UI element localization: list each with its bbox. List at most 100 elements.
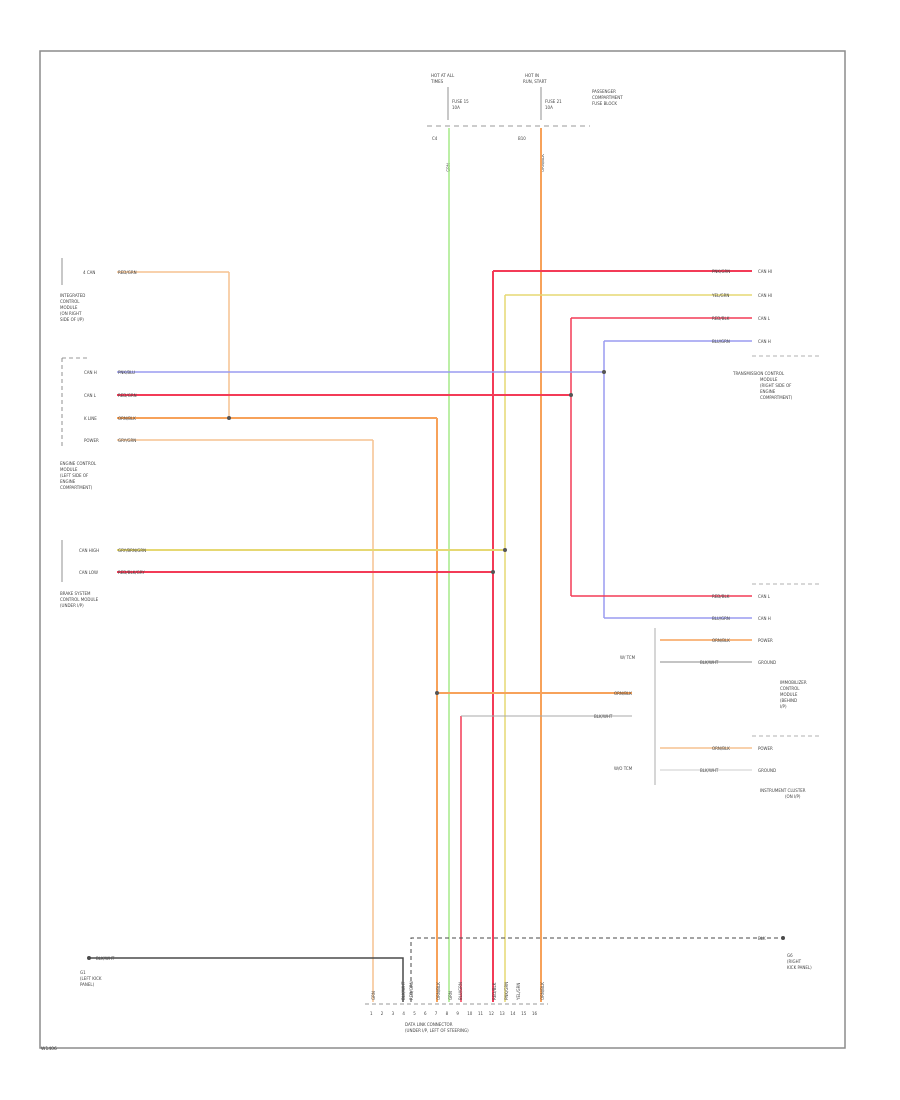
ground-right: BLK G6 (RIGHT KICK PANEL) [758,936,812,970]
splice-dot [569,393,573,397]
tcm-name-5: COMPARTMENT) [760,395,793,400]
dlc-pin-number: 12 [489,1011,495,1016]
vertical-wires [228,128,605,1002]
transmission-control-module: PNK/GRN YEL/GRN RED/BLK BLU/GRN CAN HI C… [711,269,820,400]
wire-ground-left [90,957,404,1002]
ground-left-name-3: PANEL) [80,982,95,987]
ground-right-name-2: (RIGHT [787,959,802,964]
ground-left: BLK/WHT G1 (LEFT KICK PANEL) [80,956,115,987]
tcm-pin-3: CAN L [758,316,771,321]
imm-pin-4: GROUND [758,660,776,665]
dlc-wire-label: ORN/BLK [436,982,441,1000]
branch-wire-orange: ORN/BLK [614,691,632,696]
imm-pin-1: CAN L [758,594,771,599]
dlc-wire-label: GRN [371,991,376,1000]
dlc-wire-label: YEL/GRN [516,983,521,1001]
fuse-block: HOT AT ALL TIMES HOT IN RUN, START FUSE … [427,73,623,172]
dlc-wire-label: BLU/GRN [458,982,463,1000]
fuse-right-label-1: FUSE 21 [545,99,562,104]
bscm-name-2: CONTROL MODULE [60,597,99,602]
tcm-wire-1: PNK/GRN [712,269,730,274]
fuse-left-label-2: 10A [452,105,460,110]
frame-code: W1406 [41,1046,57,1052]
fuse-right-head-2: RUN, START [523,79,547,84]
tcm-wire-4: BLU/GRN [712,339,730,344]
ecm-name-4: ENGINE [60,479,76,484]
tag-without-tcm: W/O TCM [614,766,633,771]
bscm-name-3: (UNDER I/P) [60,603,84,608]
ic-wire-1: ORN/BLK [712,746,730,751]
imm-name-4: (BEHIND [780,698,797,703]
ground-left-name-2: (LEFT KICK [80,976,102,981]
fuse-panel-name-2: COMPARTMENT [592,95,623,100]
dlc-wire-label: GRN [448,991,453,1000]
ground-right-wire: BLK [758,936,766,941]
dlc-pin-number: 7 [435,1011,438,1016]
ic-wire-2: BLK/WHT [700,768,719,773]
tcm-name-2: MODULE [760,377,778,382]
imm-pin-3: POWER [758,638,773,643]
tcm-name-3: (RIGHT SIDE OF [760,383,792,388]
dlc-pin-number: 4 [402,1011,405,1016]
ecm-wire-kline: ORN/BLK [118,416,136,421]
splice-dot [602,370,606,374]
dlc-pin-number: 16 [532,1011,538,1016]
icm-wire: RED/GRN [118,270,137,275]
brake-system-control-module: CAN HIGH CAN LOW GRY/BRN/GRN RED/BLK/GRY… [60,540,146,608]
imm-name-3: MODULE [780,692,798,697]
dlc-wire-label: PNK/GRN [504,982,509,1000]
fuse-panel-name-1: PASSENGER [592,89,616,94]
bscm-wire-high: GRY/BRN/GRN [118,548,146,553]
icm-name-3: MODULE [60,305,78,310]
fuse-left-label-1: FUSE 15 [452,99,469,104]
imm-wire-3: ORN/BLK [712,638,730,643]
tcm-name-1: TRANSMISSION CONTROL [732,371,785,376]
dlc-pin-number: 11 [478,1011,484,1016]
tcm-wire-2: YEL/GRN [711,293,729,298]
dlc-name-1: DATA LINK CONNECTOR [405,1022,453,1027]
icm-name-4: (ON RIGHT [60,311,82,316]
ecm-pin-power: POWER [84,438,99,443]
ground-terminal-left [87,956,91,960]
ecm-pin-canh: CAN H [84,370,97,375]
fuse-wire-right: ORN/BLK [540,154,545,172]
imm-wire-4: BLK/WHT [700,660,719,665]
ic-pin-1: POWER [758,746,773,751]
fuse-pin-right: B10 [518,136,526,141]
splice-dot [227,416,231,420]
tcm-name-4: ENGINE [760,389,776,394]
bscm-name-1: BRAKE SYSTEM [60,591,91,596]
splices [227,370,606,695]
icm-pin: 4 CAN [83,270,95,275]
ground-left-wire: BLK/WHT [96,956,115,961]
horizontal-wires [87,270,785,1002]
imm-name-5: I/P) [780,704,787,709]
dlc-wire-label: RED/BLK [492,982,497,1000]
branch-wire-gray: BLK/WHT [594,714,613,719]
tcm-pin-2: CAN HI [758,293,772,298]
engine-control-module: CAN H CAN L K LINE POWER PNK/BLU RED/GRN… [60,357,137,490]
dlc-pin-number: 14 [510,1011,516,1016]
tcm-option-bracket: W/ TCM W/O TCM ORN/BLK BLK/WHT [594,628,656,785]
integrated-control-module: 4 CAN RED/GRN INTEGRATED CONTROL MODULE … [60,258,137,322]
fuse-left-head-1: HOT AT ALL [431,73,455,78]
tag-with-tcm: W/ TCM [620,655,636,660]
ground-right-name-1: G6 [787,953,793,958]
fuse-panel-name-3: FUSE BLOCK [592,101,617,106]
fuse-right-label-2: 10A [545,105,553,110]
imm-wire-1: RED/BLK [712,594,730,599]
dlc-pin-number: 15 [521,1011,527,1016]
dlc-wire-label: RED/GRN [409,981,414,1000]
fuse-left-head-2: TIMES [430,79,444,84]
ecm-name-5: COMPARTMENT) [60,485,93,490]
imm-pin-2: CAN H [758,616,771,621]
dlc-wire-label: BLK/WHT [401,981,406,1000]
dlc-pin-number: 10 [467,1011,473,1016]
icm-name-1: INTEGRATED [60,293,85,298]
tcm-pin-1: CAN HI [758,269,772,274]
wire-ground-right [410,937,780,1002]
bscm-pin-low: CAN LOW [79,570,98,575]
dlc-pin-number: 5 [413,1011,416,1016]
